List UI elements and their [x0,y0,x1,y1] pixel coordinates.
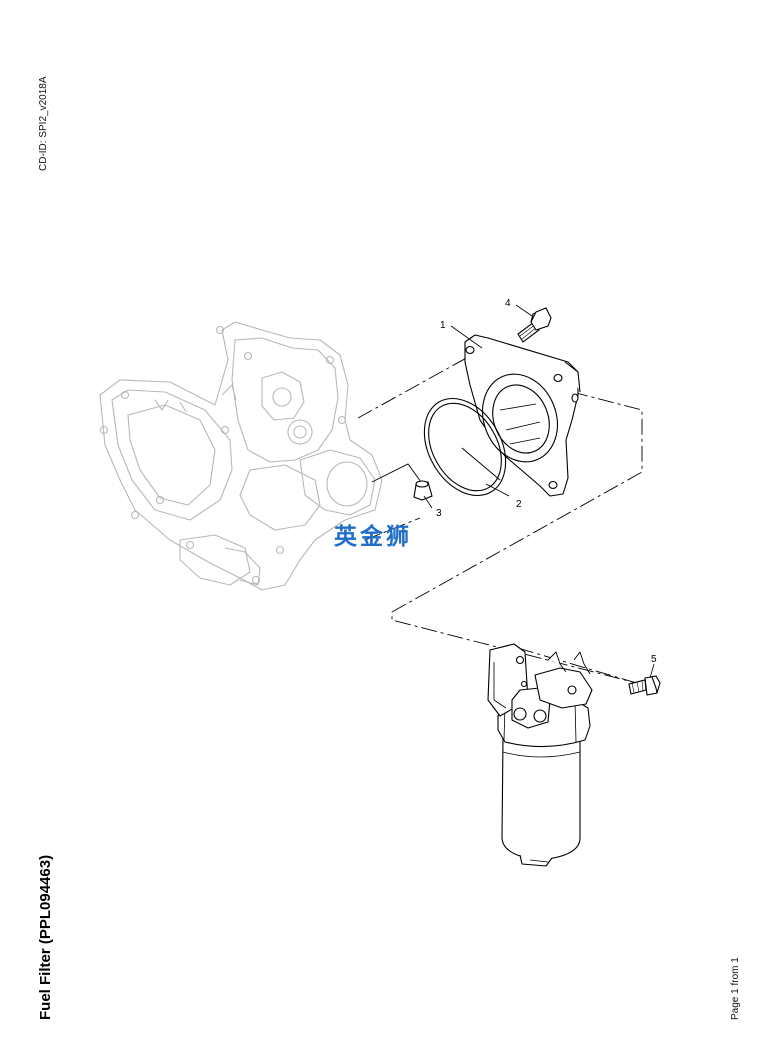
part-4-bolt [517,307,552,343]
part-3-dowel [413,480,433,501]
callout-4: 4 [505,298,511,309]
leader-line-3 [371,447,501,487]
watermark: 英金狮 [334,524,412,550]
fuel-filter-assembly [487,643,593,867]
part-2-o-ring [423,397,507,497]
part-5-bolt [628,675,661,696]
engine-housing-ghost [99,321,383,591]
callout-1: 1 [440,320,446,331]
callout-5: 5 [651,654,657,665]
part-1-mounting-flange [464,334,581,497]
callout-3: 3 [436,508,442,519]
callout-leaders [423,304,655,679]
callout-2: 2 [516,499,522,510]
assembly-centerlines [357,355,657,689]
